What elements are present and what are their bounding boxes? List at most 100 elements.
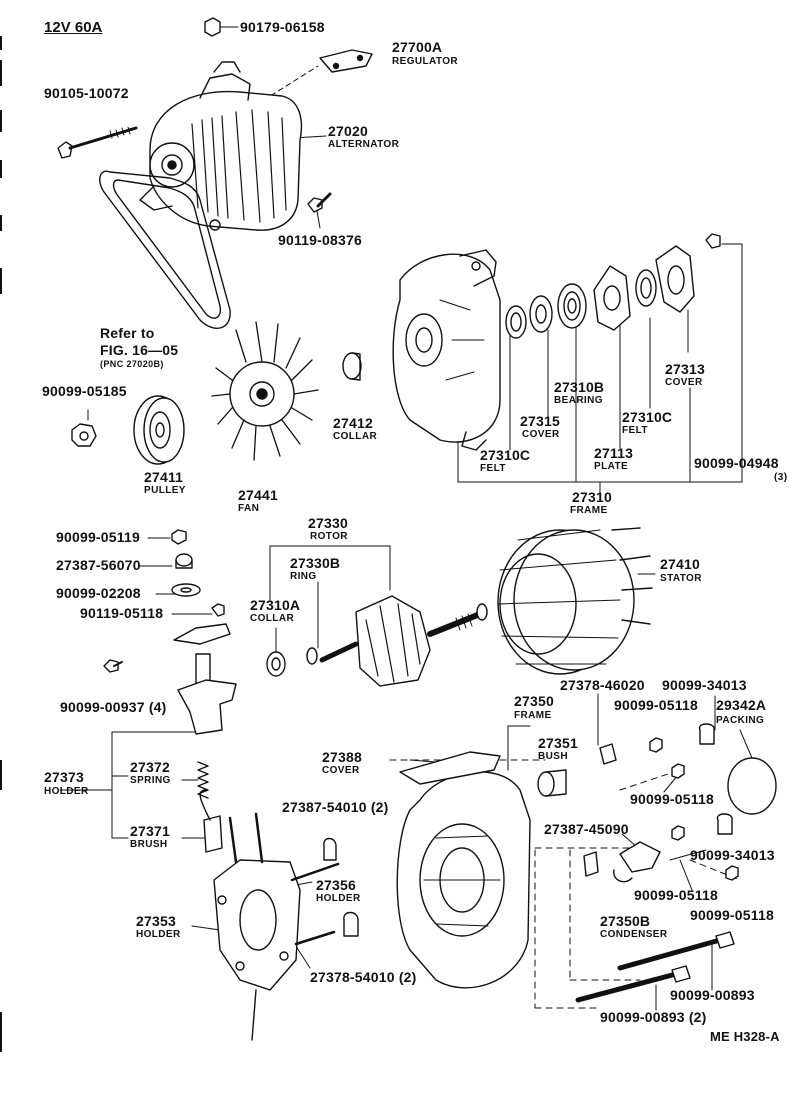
part-number: 27387-45090 [544, 821, 629, 837]
v-belt [99, 170, 231, 329]
alternator-assembly [57, 17, 373, 231]
part-number: 27330B [290, 555, 341, 571]
edge-mark [0, 268, 2, 294]
stator [497, 527, 653, 675]
part-number: 90099-04948 [694, 455, 779, 471]
part-name: PLATE [594, 461, 629, 472]
edge-mark [0, 110, 2, 132]
part-number: 90099-00937 (4) [60, 699, 167, 715]
part-number: 90119-05118 [80, 605, 164, 621]
part-number: 90105-10072 [44, 85, 129, 101]
part-name: COVER [322, 765, 360, 776]
edge-mark [0, 160, 2, 178]
part-name: PACKING [716, 715, 765, 726]
part-number: 29342A [716, 697, 767, 713]
edge-mark [0, 760, 2, 790]
part-name: ROTOR [310, 531, 348, 542]
part-name: BUSH [538, 751, 568, 762]
page-title: 12V 60A [44, 19, 103, 36]
part-name: HOLDER [44, 786, 89, 797]
part-number: 90099-05185 [42, 383, 127, 399]
part-number: 27378-54010 (2) [310, 969, 417, 985]
part-number: 27441 [238, 487, 278, 503]
part-name: FAN [238, 503, 260, 514]
part-number: 27313 [665, 361, 705, 377]
part-name: (3) [774, 472, 788, 483]
part-number: 90099-05118 [690, 907, 774, 923]
part-name: SPRING [130, 775, 171, 786]
part-number: 27350 [514, 693, 554, 709]
part-name: CONDENSER [600, 929, 668, 940]
part-number: 27310C [480, 447, 531, 463]
part-number: 27020 [328, 123, 368, 139]
part-name: BEARING [554, 395, 603, 406]
part-number: 27351 [538, 735, 578, 751]
part-number: 27372 [130, 759, 170, 775]
part-number: 90099-05119 [56, 529, 140, 545]
part-number: 27387-54010 (2) [282, 799, 389, 815]
rectifier-holder [213, 812, 359, 1041]
part-number: 90099-00893 [670, 987, 755, 1003]
part-number: 27411 [144, 469, 184, 485]
part-name: HOLDER [316, 893, 361, 904]
part-number: 27350B [600, 913, 651, 929]
rear-small-parts [103, 529, 237, 853]
drive-end-frame [392, 233, 721, 451]
rotor [266, 595, 488, 687]
fan [211, 321, 319, 461]
part-name: HOLDER [136, 929, 181, 940]
edge-mark [0, 1012, 2, 1052]
part-name: STATOR [660, 573, 702, 584]
part-name: FRAME [514, 710, 552, 721]
part-number: 27330 [308, 515, 348, 531]
part-number: 27315 [520, 413, 560, 429]
part-number: 27412 [333, 415, 373, 431]
part-number: 27410 [660, 556, 700, 572]
part-number: 27310A [250, 597, 301, 613]
edge-mark [0, 36, 2, 50]
leader-lines [59, 26, 753, 1011]
pulley-parts [71, 395, 185, 465]
part-number: 90099-05118 [634, 887, 718, 903]
part-number: 27371 [130, 823, 170, 839]
part-number: 90099-02208 [56, 585, 141, 601]
reference-line2: FIG. 16—05 [100, 342, 179, 358]
part-number: 90119-08376 [278, 232, 362, 248]
part-number: 90099-05118 [630, 791, 714, 807]
reference-line1: Refer to [100, 325, 155, 341]
part-name: COVER [665, 377, 703, 388]
part-name: PULLEY [144, 485, 186, 496]
part-number: 27378-46020 [560, 677, 645, 693]
part-number: 27700A [392, 39, 443, 55]
part-name: ALTERNATOR [328, 139, 400, 150]
part-number: 90179-06158 [240, 19, 325, 35]
part-number: 90099-00893 (2) [600, 1009, 707, 1025]
reference-line3: (PNC 27020B) [100, 359, 164, 369]
part-name: COLLAR [333, 431, 378, 442]
part-number: 27113 [594, 445, 634, 461]
part-name: FRAME [570, 505, 608, 516]
part-name: COLLAR [250, 613, 295, 624]
part-number: 27373 [44, 769, 84, 785]
part-number: 27310 [572, 489, 612, 505]
figure-code: ME H328-A [710, 1029, 780, 1044]
part-number: 27387-56070 [56, 557, 141, 573]
part-number: 27310B [554, 379, 605, 395]
part-name: BRUSH [130, 839, 168, 850]
part-name: FELT [480, 463, 506, 474]
part-number: 27310C [622, 409, 673, 425]
edge-mark [0, 60, 2, 86]
rear-end-frame [396, 723, 777, 1003]
part-number: 90099-05118 [614, 697, 698, 713]
edge-mark [0, 215, 2, 231]
part-number: 27353 [136, 913, 176, 929]
part-number: 27388 [322, 749, 362, 765]
collar-27412 [342, 352, 362, 381]
part-number: 27356 [316, 877, 356, 893]
part-number: 90099-34013 [690, 847, 775, 863]
part-name: FELT [622, 425, 648, 436]
part-number: 90099-34013 [662, 677, 747, 693]
part-name: RING [290, 571, 317, 582]
part-name: COVER [522, 429, 560, 440]
